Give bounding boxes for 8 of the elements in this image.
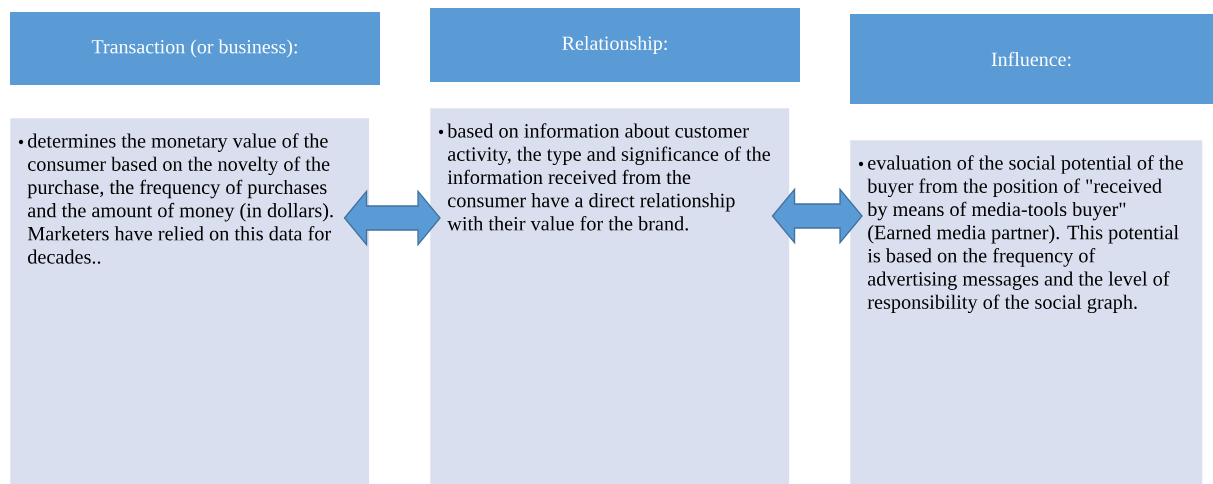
header-box: Transaction (or business):: [10, 12, 380, 85]
double-arrow: [771, 187, 863, 245]
text-box: evaluation of the social potential of the buyer from the position of "received by means of media-tools buyer" (Earned media partner). This potential is based on the frequency of advertising messages and the level of responsibility of the social graph.: [850, 140, 1203, 484]
text-box: based on information about customer activity, the type and significance of the information received from the consumer have a direct relationship with their value for the brand.: [430, 108, 790, 484]
header-box: Relationship:: [430, 8, 800, 82]
double-arrow: [343, 189, 441, 247]
text-box: determines the monetary value of the consumer based on the novelty of the purchase, the frequency of purchases and the amount of money (in dollars). Marketers have relied on this data for decades..: [10, 118, 370, 484]
header-box: Influence:: [850, 14, 1213, 104]
